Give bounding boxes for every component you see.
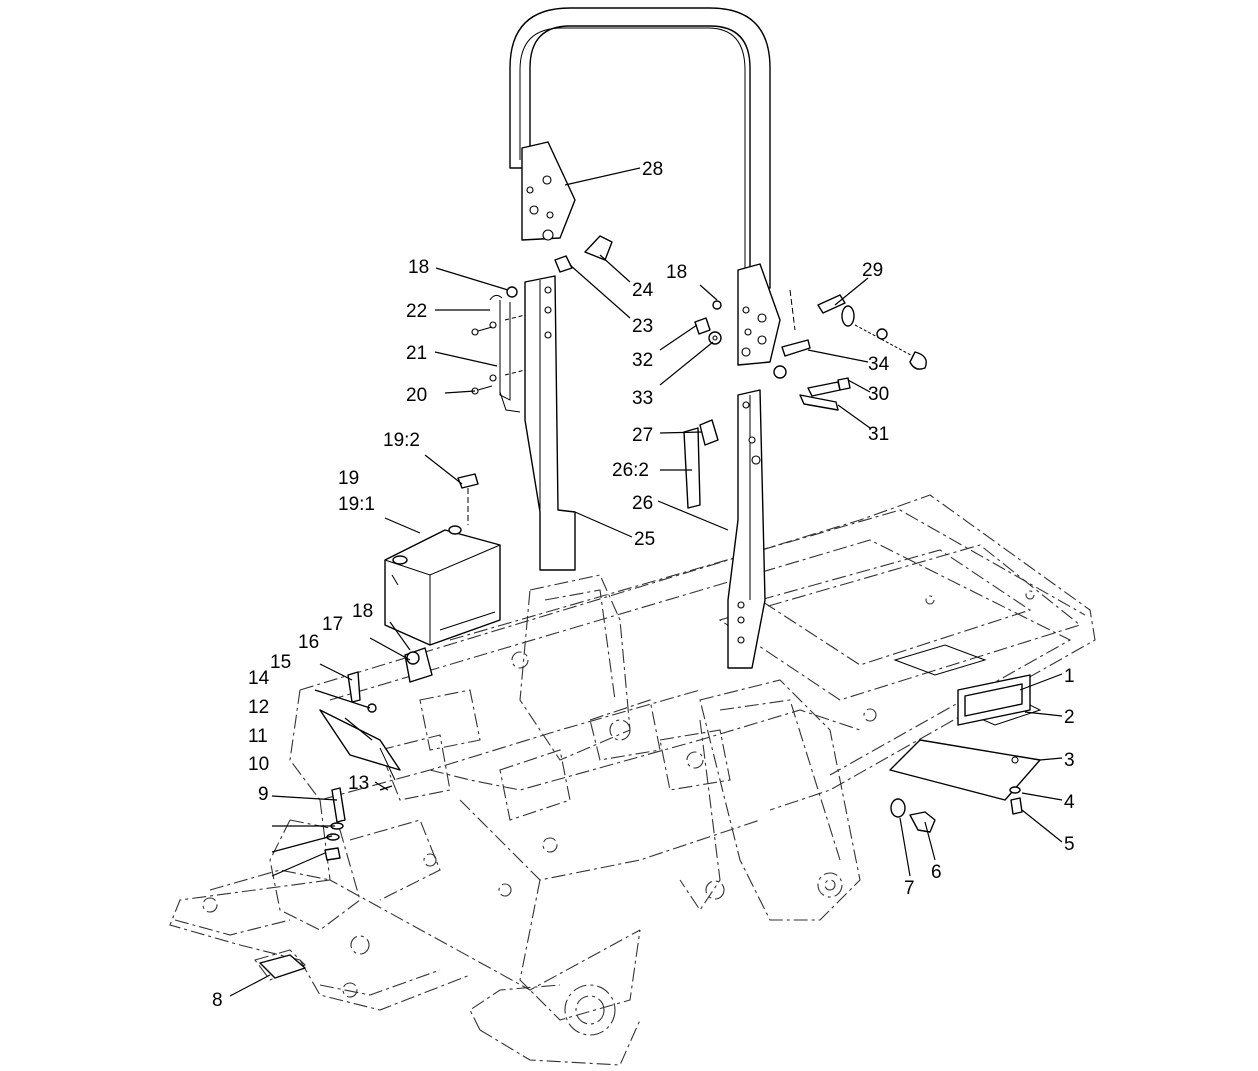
callout-13: 13 <box>348 773 369 794</box>
callout-34: 34 <box>868 354 890 375</box>
callout-5: 5 <box>1064 834 1075 855</box>
leader-lines <box>229 167 1063 997</box>
callout-24: 24 <box>632 280 654 301</box>
battery <box>384 473 501 646</box>
callout-22: 22 <box>406 301 427 322</box>
callout-18-right: 18 <box>666 262 687 283</box>
callout-17: 17 <box>322 614 343 635</box>
callout-19-1: 19:1 <box>338 494 375 515</box>
callout-10: 10 <box>248 754 269 775</box>
callout-2: 2 <box>1064 707 1075 728</box>
callout-18-left: 18 <box>408 257 429 278</box>
callout-7: 7 <box>904 878 915 899</box>
callout-labels: 1 2 3 4 5 6 7 8 9 10 11 12 13 14 15 16 1… <box>212 159 1075 1011</box>
callout-9: 9 <box>258 784 269 805</box>
callout-3: 3 <box>1064 750 1075 771</box>
callout-16: 16 <box>298 632 319 653</box>
bushing-27 <box>683 419 719 509</box>
callout-27: 27 <box>632 425 653 446</box>
rops-hoop <box>509 7 781 366</box>
callout-28: 28 <box>642 159 663 180</box>
switch-bracket <box>471 294 526 413</box>
callout-26-2: 26:2 <box>612 460 649 481</box>
callout-19-2: 19:2 <box>383 430 420 451</box>
right-rops-upright <box>727 389 766 669</box>
callout-11: 11 <box>248 726 268 747</box>
callout-12: 12 <box>248 697 269 718</box>
lower-right-hardware <box>889 674 1041 833</box>
callout-26: 26 <box>632 493 653 514</box>
callout-4: 4 <box>1064 792 1075 813</box>
right-hardware <box>694 289 927 411</box>
nut-18a <box>506 286 518 298</box>
callout-29: 29 <box>862 260 883 281</box>
callout-8: 8 <box>212 990 223 1011</box>
callout-23: 23 <box>632 316 653 337</box>
callout-21: 21 <box>406 343 427 364</box>
callout-33: 33 <box>632 388 653 409</box>
callout-31: 31 <box>868 424 889 445</box>
callout-14: 14 <box>248 668 270 689</box>
callout-25: 25 <box>634 529 655 550</box>
callout-30: 30 <box>868 384 889 405</box>
lower-left-hardware <box>259 647 433 979</box>
callout-19: 19 <box>338 468 359 489</box>
callout-18-battery: 18 <box>352 601 373 622</box>
callout-32: 32 <box>632 350 653 371</box>
callout-15: 15 <box>270 652 291 673</box>
callout-1: 1 <box>1064 666 1075 687</box>
knob-24 <box>554 235 613 273</box>
callout-20: 20 <box>406 385 427 406</box>
left-rops-upright <box>524 275 576 571</box>
callout-6: 6 <box>931 862 942 883</box>
